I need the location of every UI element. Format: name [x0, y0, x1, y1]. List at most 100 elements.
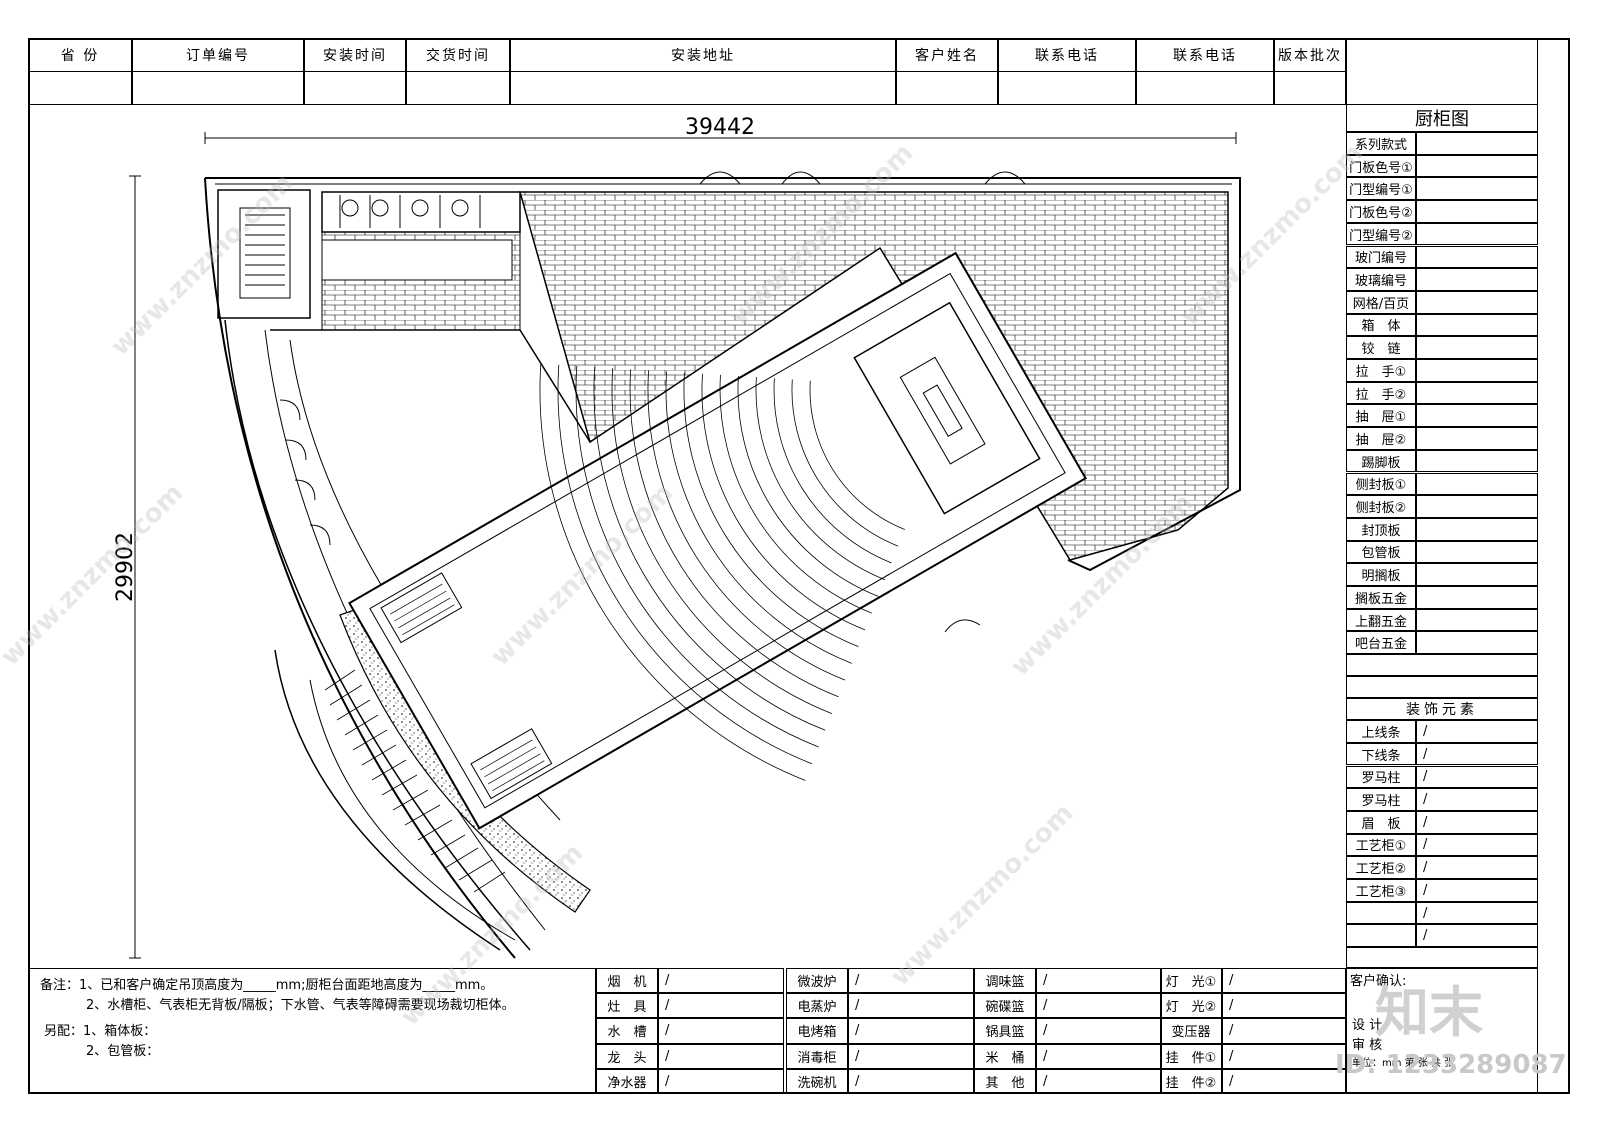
confirm-line-3: 审 核: [1352, 1038, 1383, 1053]
spec-label: 封顶板: [1346, 517, 1416, 541]
confirm-line-2: 设 计: [1352, 1018, 1383, 1033]
decor-label: 罗马柱: [1346, 765, 1416, 789]
spec-blank: [1346, 676, 1538, 699]
decor-value: /: [1416, 879, 1538, 902]
appliance-col-3-label: 米 桶: [974, 1043, 1036, 1069]
height-dim-label: 29902: [113, 532, 138, 602]
header-value-cell: [304, 71, 406, 105]
confirm-box: [1346, 968, 1538, 1094]
spec-label: 门型编号①: [1346, 177, 1416, 201]
extra-line-2: 2、包管板：: [86, 1044, 160, 1059]
decor-value: /: [1416, 765, 1538, 789]
decor-label: 上线条: [1346, 720, 1416, 743]
appliance-col-3-label: 调味篮: [974, 968, 1036, 994]
spec-value: [1416, 381, 1538, 405]
confirm-line-4: 单位：mm 第 张 共 张: [1352, 1058, 1455, 1069]
appliance-value: /: [848, 968, 974, 994]
appliance-value: /: [1036, 1043, 1162, 1069]
appliance-col-2-label: 电烤箱: [786, 1018, 848, 1044]
spec-value: [1416, 586, 1538, 609]
appliance-col-1-label: 水 槽: [596, 1018, 658, 1044]
spec-label: 铰 链: [1346, 336, 1416, 359]
decor-value: /: [1416, 742, 1538, 766]
appliance-col-3-label: 锅具篮: [974, 1018, 1036, 1044]
appliance-value: /: [658, 968, 784, 994]
spec-label: 包管板: [1346, 540, 1416, 564]
decor-value: /: [1416, 720, 1538, 743]
decor-value: /: [1416, 856, 1538, 879]
appliance-col-4-label: 挂 件①: [1160, 1043, 1222, 1069]
appliance-col-3-label: 其 他: [974, 1068, 1036, 1094]
appliance-col-4-label: 变压器: [1160, 1018, 1222, 1044]
side-title: 厨柜图: [1346, 104, 1538, 132]
spec-label: 拉 手①: [1346, 359, 1416, 382]
seat-row: [755, 377, 886, 581]
appliance-value: /: [658, 1018, 784, 1044]
spec-value: [1416, 313, 1538, 337]
seat-row: [791, 379, 899, 547]
appliance-col-2-label: 电蒸炉: [786, 993, 848, 1019]
seat-row: [593, 366, 826, 731]
seat-row: [647, 370, 846, 681]
seat-row: [809, 380, 905, 530]
appliance-value: /: [1222, 1043, 1346, 1069]
width-dimension: 39442: [204, 115, 1237, 144]
appliance-col-1-label: 龙 头: [596, 1043, 658, 1069]
spec-label: 上翻五金: [1346, 608, 1416, 632]
spec-value: [1416, 517, 1538, 541]
decor-label: 罗马柱: [1346, 788, 1416, 811]
appliance-value: /: [1222, 993, 1346, 1019]
seat-row: [629, 369, 839, 698]
spec-label: 踢脚板: [1346, 449, 1416, 473]
spec-value: [1416, 200, 1538, 223]
decor-value: /: [1416, 833, 1538, 857]
appliance-col-2-label: 洗碗机: [786, 1068, 848, 1094]
header-value-cell: [28, 71, 132, 105]
appliance-col-1-label: 净水器: [596, 1068, 658, 1094]
appliance-col-1-label: 灶 具: [596, 993, 658, 1019]
spec-label: 侧封板①: [1346, 472, 1416, 496]
header-value-cell: [1274, 71, 1346, 105]
spec-label: 门板色号②: [1346, 200, 1416, 223]
watermark-id: ID: 1233289087: [1335, 1050, 1567, 1080]
appliance-value: /: [848, 993, 974, 1019]
spec-value: [1416, 222, 1538, 246]
appliance-value: /: [658, 1068, 784, 1094]
extra-line-1: 另配：1、箱体板：: [44, 1024, 157, 1039]
appliance-col-1-label: 烟 机: [596, 968, 658, 994]
spec-value: [1416, 336, 1538, 359]
appliance-value: /: [1036, 993, 1162, 1019]
spec-value: [1416, 608, 1538, 632]
seat-row: [557, 364, 813, 765]
seat-row: [773, 378, 892, 564]
decor-value: /: [1416, 788, 1538, 811]
seat-row: [575, 365, 819, 748]
spec-value: [1416, 449, 1538, 473]
appliance-value: /: [658, 993, 784, 1019]
decor-label: 工艺柜②: [1346, 856, 1416, 879]
spec-value: [1416, 132, 1538, 155]
spec-value: [1416, 563, 1538, 586]
confirm-line-1: 客户确认:: [1350, 974, 1407, 989]
header-value-cell: [406, 71, 510, 105]
appliance-value: /: [848, 1068, 974, 1094]
decor-value: /: [1416, 924, 1538, 948]
decor-label: 眉 板: [1346, 810, 1416, 834]
spec-label: 网格/百页: [1346, 290, 1416, 314]
decor-label: 下线条: [1346, 742, 1416, 766]
spec-label: 抽 屉②: [1346, 427, 1416, 450]
note-line-2: 2、水槽柜、气表柜无背板/隔板；下水管、气表等障碍需要现场裁切柜体。: [86, 998, 515, 1013]
width-dim-label: 39442: [685, 115, 755, 140]
appliance-value: /: [1036, 1018, 1162, 1044]
spec-value: [1416, 495, 1538, 518]
spec-label: 拉 手②: [1346, 381, 1416, 405]
appliance-value: /: [1222, 968, 1346, 994]
spec-value: [1416, 245, 1538, 269]
spec-value: [1416, 427, 1538, 450]
spec-value: [1416, 404, 1538, 428]
appliance-col-4-label: 灯 光②: [1160, 993, 1222, 1019]
spec-label: 门型编号②: [1346, 222, 1416, 246]
spec-label: 抽 屉①: [1346, 404, 1416, 428]
footer-notes: [28, 968, 596, 1094]
